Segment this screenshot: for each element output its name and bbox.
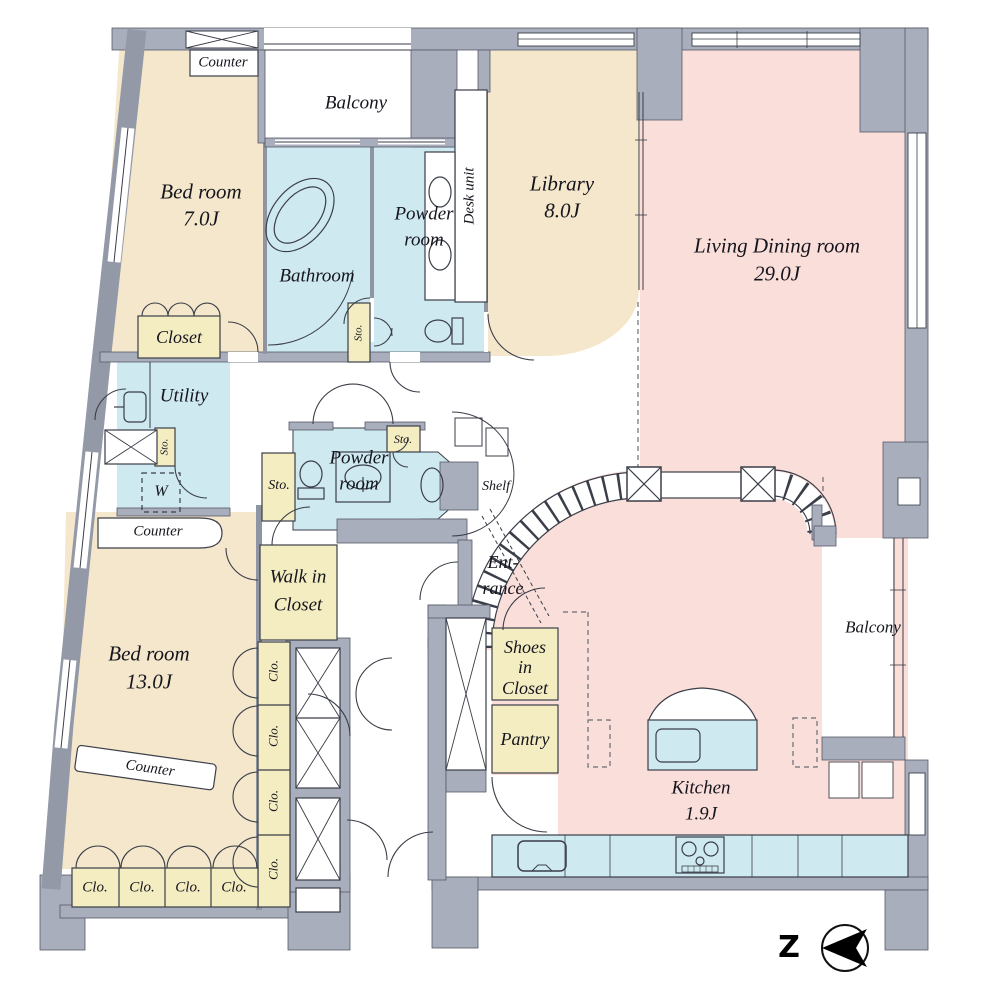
- sto-powder-left-label: Sto.: [268, 478, 290, 493]
- shelf-label: Shelf: [482, 479, 510, 494]
- powder-center-line1: Powder: [329, 447, 389, 469]
- bedroom7-size: 7.0J: [183, 206, 219, 231]
- compass-north-letter: Z: [778, 930, 800, 965]
- pantry-label: Pantry: [500, 729, 550, 749]
- counter-label-left: Counter: [133, 523, 183, 540]
- balcony-top-label: Balcony: [324, 92, 388, 114]
- clo-h4-label: Clo.: [221, 879, 247, 896]
- kitchen-size: 1.9J: [684, 803, 718, 825]
- utility-label: Utility: [159, 385, 209, 407]
- clo-h1-label: Clo.: [82, 879, 108, 896]
- bathroom-label: Bathroom: [279, 265, 355, 287]
- clo-h3-label: Clo.: [175, 879, 201, 896]
- kitchen-name: Kitchen: [671, 777, 731, 799]
- entrance-line2: rance: [482, 578, 524, 598]
- shoes-line2: in: [517, 657, 533, 677]
- bedroom13-size: 13.0J: [125, 669, 173, 694]
- powder-center-line2: room: [339, 473, 379, 495]
- living-dining-size: 29.0J: [753, 261, 801, 286]
- sto-utility-label: Sto.: [158, 438, 171, 456]
- north-compass: [821, 924, 869, 972]
- closet-top-label: Closet: [155, 327, 203, 347]
- bedroom13-name: Bed room: [108, 641, 190, 666]
- library-size: 8.0J: [544, 198, 580, 223]
- windows: [54, 28, 927, 836]
- washer-label: W: [154, 483, 168, 500]
- sto-powder-top-label: Sto.: [393, 432, 413, 446]
- powder-top-line1: Powder: [394, 203, 454, 225]
- clo-v2-label: Clo.: [265, 724, 281, 748]
- powder-top-line2: room: [404, 229, 444, 251]
- storage-boxes: [71, 302, 559, 908]
- counter-label-top: Counter: [198, 54, 248, 71]
- clo-v4-label: Clo.: [265, 857, 281, 881]
- door-arcs: [75, 297, 550, 888]
- fixtures: [74, 49, 909, 913]
- balcony-right-label: Balcony: [845, 617, 901, 637]
- shoes-line1: Shoes: [504, 637, 546, 657]
- library-name: Library: [529, 171, 595, 196]
- walkin-line1: Walk in: [269, 566, 327, 588]
- bedroom7-name: Bed room: [160, 179, 242, 204]
- shoes-line3: Closet: [501, 678, 549, 698]
- desk-unit-label: Desk unit: [461, 167, 478, 225]
- walkin-line2: Closet: [273, 594, 323, 616]
- clo-v3-label: Clo.: [265, 789, 281, 813]
- clo-h2-label: Clo.: [129, 879, 155, 896]
- living-dining-name: Living Dining room: [693, 233, 861, 258]
- entrance-line1: Ent-: [487, 552, 519, 572]
- clo-v1-label: Clo.: [265, 659, 281, 683]
- sto-bath-label: Sto.: [352, 324, 365, 342]
